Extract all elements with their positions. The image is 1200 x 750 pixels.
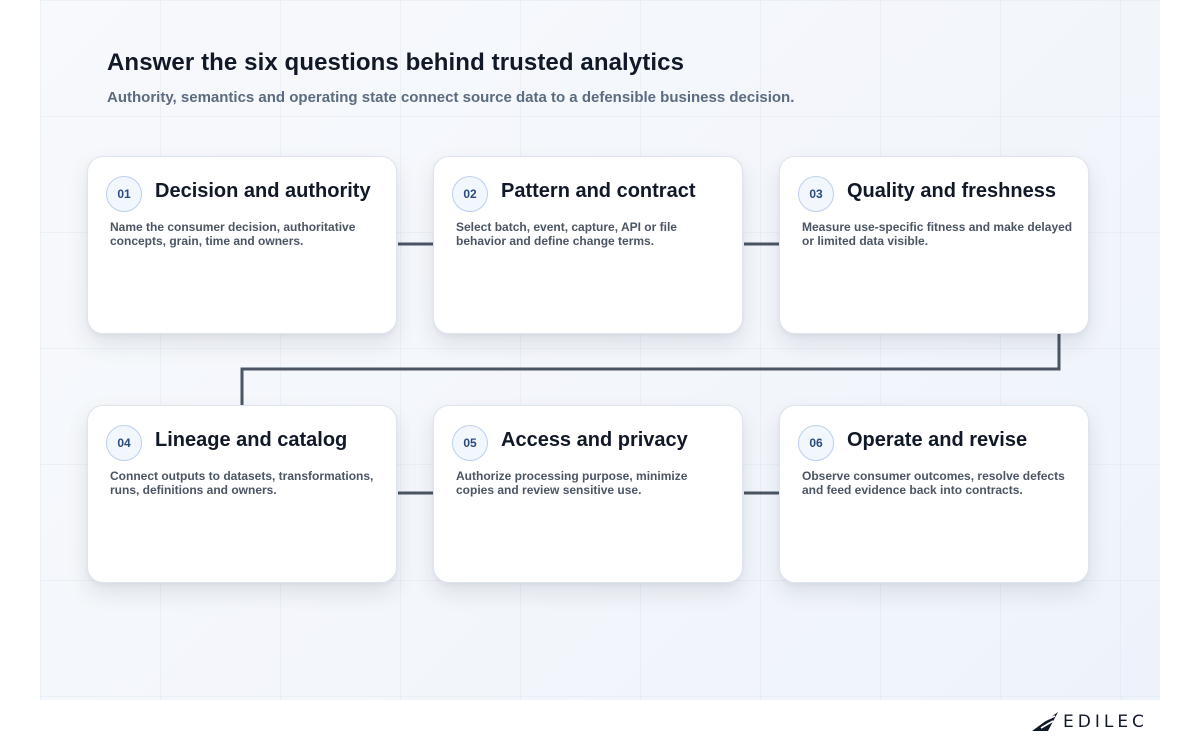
step-number-badge: 03 (798, 176, 834, 212)
brand-mark-icon (1032, 712, 1058, 731)
step-number-badge: 06 (798, 425, 834, 461)
step-title: Operate and revise (847, 429, 1028, 451)
step-number-badge: 05 (452, 425, 488, 461)
step-card-2: 02 Pattern and contract Select batch, ev… (433, 156, 743, 334)
step-description: Measure use-specific fitness and make de… (802, 220, 1073, 248)
diagram-canvas (40, 0, 1160, 700)
step-title: Lineage and catalog (155, 429, 348, 451)
step-description: Observe consumer outcomes, resolve defec… (802, 469, 1065, 497)
step-card-1: 01 Decision and authority Name the consu… (87, 156, 397, 334)
step-description: Connect outputs to datasets, transformat… (110, 469, 374, 497)
step-description: Select batch, event, capture, API or fil… (456, 220, 677, 248)
page-subtitle: Authority, semantics and operating state… (107, 89, 795, 106)
step-number-badge: 01 (106, 176, 142, 212)
background-grid (40, 0, 1160, 700)
step-title: Quality and freshness (847, 180, 1056, 202)
page-title: Answer the six questions behind trusted … (107, 49, 685, 76)
connector-03-04 (240, 334, 1061, 405)
step-number-badge: 02 (452, 176, 488, 212)
step-description: Name the consumer decision, authoritativ… (110, 220, 356, 248)
step-card-5: 05 Access and privacy Authorize processi… (433, 405, 743, 583)
step-description: Authorize processing purpose, minimize c… (456, 469, 688, 497)
step-card-6: 06 Operate and revise Observe consumer o… (779, 405, 1089, 583)
brand-logo: EDILEC (1031, 711, 1148, 733)
step-card-4: 04 Lineage and catalog Connect outputs t… (87, 405, 397, 583)
step-title: Access and privacy (501, 429, 688, 451)
brand-name: EDILEC (1063, 712, 1148, 732)
step-title: Pattern and contract (501, 180, 696, 202)
step-title: Decision and authority (155, 180, 371, 202)
step-number-badge: 04 (106, 425, 142, 461)
step-card-3: 03 Quality and freshness Measure use-spe… (779, 156, 1089, 334)
